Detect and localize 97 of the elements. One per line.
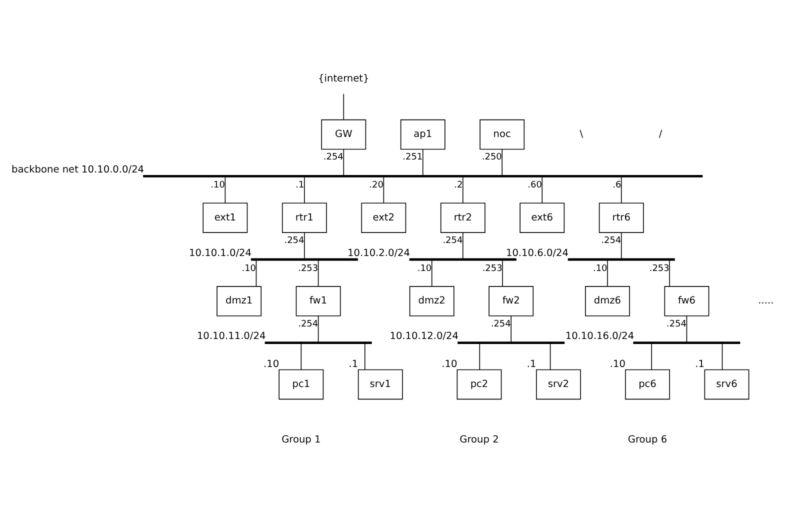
node-box: GW [321, 118, 366, 150]
connector [620, 176, 622, 203]
connector [607, 260, 608, 286]
node-bar [250, 258, 358, 260]
connector [722, 342, 723, 370]
label: Group 6 [628, 434, 668, 446]
edge-label: .10 [210, 180, 225, 190]
edge-label: .254 [666, 318, 687, 329]
node-bar [458, 341, 565, 344]
edge-label: .10 [242, 263, 256, 274]
connector [502, 260, 503, 286]
node-text: {internet} [318, 73, 370, 84]
edge-label: .254 [284, 236, 304, 246]
edge-label: .253 [298, 263, 318, 274]
edge-label: .10 [593, 263, 608, 274]
label: / [658, 128, 662, 140]
label: Group 2 [460, 434, 499, 446]
connector [542, 176, 543, 203]
connector [686, 315, 688, 342]
node-box: pc2 [456, 368, 502, 400]
node-bar [264, 341, 372, 344]
connector [256, 260, 257, 286]
edge-label: .10 [417, 263, 432, 274]
node-label: .1 [526, 358, 536, 370]
node-label: .10 [610, 358, 626, 370]
connector [318, 315, 319, 342]
connector [304, 176, 305, 203]
node-box: ext6 [520, 202, 565, 232]
node-box: rtr1 [282, 202, 327, 232]
node-bar [568, 258, 675, 260]
edge-label: .20 [369, 180, 384, 190]
node-label: .1 [348, 358, 358, 370]
connector [422, 148, 424, 176]
node-box: pc6 [625, 368, 670, 400]
node-box: fw1 [296, 286, 341, 316]
edge-label: .60 [528, 180, 542, 190]
edge-label: .6 [612, 180, 622, 190]
connector [479, 342, 480, 370]
node-box: srv1 [358, 368, 403, 400]
node-box: dmz2 [409, 286, 454, 316]
node-box: fw6 [664, 286, 710, 316]
edge-label: .2 [454, 180, 463, 190]
node-label: 10.10.11.0/24 [196, 330, 266, 342]
node-box: dmz1 [216, 286, 262, 316]
node-label: 10.10.12.0/24 [390, 330, 458, 342]
label: Group 1 [282, 434, 321, 446]
node-label: 10.10.1.0/24 [189, 247, 252, 258]
node-box: rtr6 [598, 202, 644, 232]
node-box: ext2 [361, 202, 406, 232]
label: ..... [758, 295, 774, 306]
connector [510, 315, 512, 342]
label: \ [580, 128, 583, 140]
edge-label: .1 [296, 180, 304, 190]
connector [318, 260, 319, 286]
connector [364, 342, 366, 370]
connector [343, 148, 344, 176]
edge-label: .253 [649, 263, 670, 274]
connector [651, 342, 652, 370]
node-bar [633, 341, 740, 344]
node-bar [409, 258, 516, 260]
node-box: pc1 [278, 368, 324, 400]
node-box: noc [480, 118, 525, 150]
node-box: dmz6 [585, 286, 630, 316]
connector [304, 232, 305, 259]
edge-label: .254 [601, 236, 622, 246]
node-label: 10.10.2.0/24 [348, 247, 410, 258]
connector [550, 342, 551, 370]
connector [620, 232, 622, 259]
connector [343, 92, 344, 120]
node-box: rtr2 [440, 202, 486, 232]
node-label: 10.10.16.0/24 [565, 330, 634, 342]
connector [462, 232, 464, 259]
connector [224, 176, 226, 203]
node-label: .1 [695, 358, 704, 370]
node-box: fw2 [488, 286, 534, 316]
node-box: ext1 [202, 202, 248, 232]
edge-label: .254 [298, 318, 318, 329]
node-box: srv6 [704, 368, 750, 400]
edge-label: .254 [442, 236, 463, 246]
node-label: .10 [264, 358, 280, 370]
node-label: 10.10.6.0/24 [506, 247, 568, 258]
connector [300, 342, 302, 370]
node-box: srv2 [536, 368, 581, 400]
node-box: ap1 [400, 118, 446, 150]
edge-label: .253 [482, 263, 502, 274]
connector [502, 148, 503, 176]
edge-label: .250 [482, 152, 502, 162]
node-label: .10 [442, 358, 458, 370]
connector [669, 260, 670, 286]
edge-label: .254 [323, 152, 344, 162]
connector [462, 176, 464, 203]
edge-label: .251 [402, 152, 423, 162]
connector [383, 176, 384, 203]
node-label: backbone net 10.10.0.0/24 [11, 164, 144, 176]
connector [431, 260, 432, 286]
edge-label: .254 [490, 318, 511, 329]
node-bar [143, 174, 703, 177]
